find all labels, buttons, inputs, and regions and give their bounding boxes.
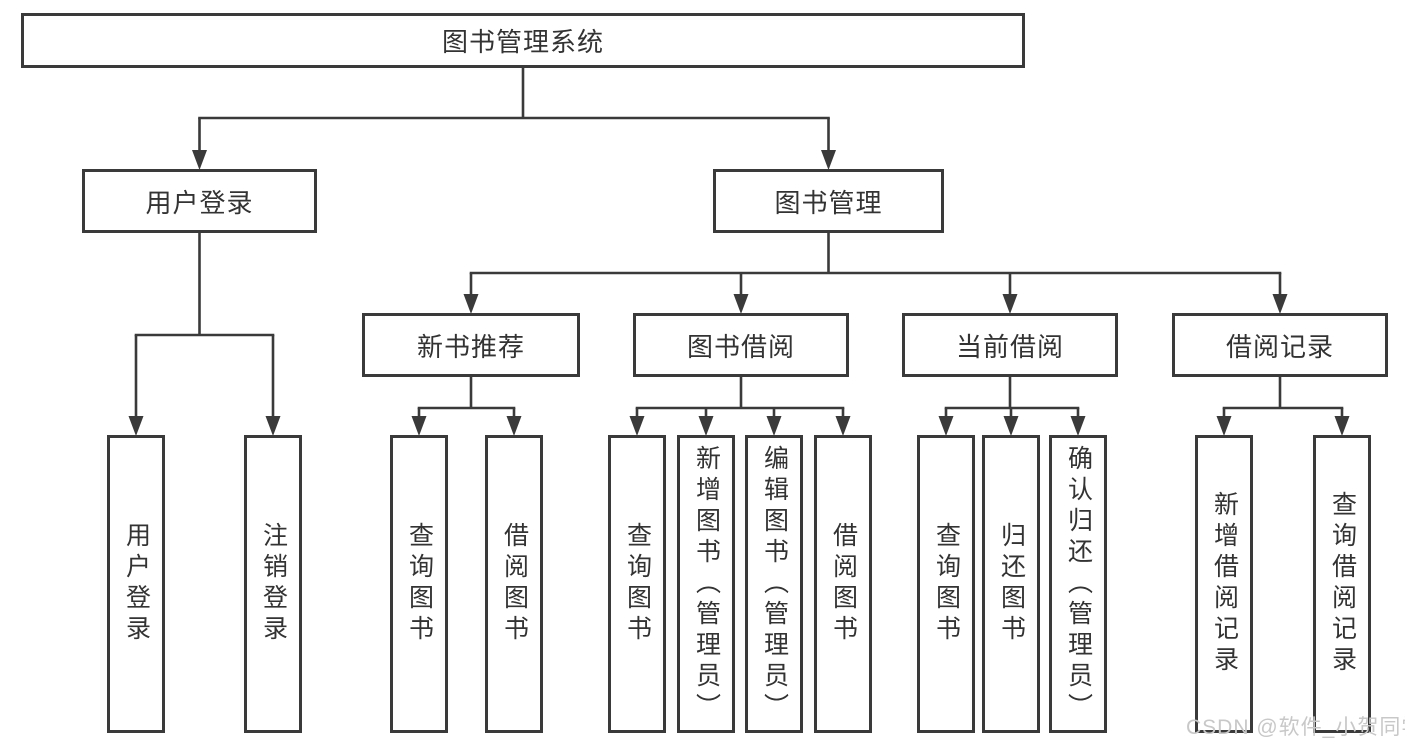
node-label-leaf-confirm-return-admin: 确认归还（管理员） (1064, 444, 1093, 724)
node-label-leaf-borrow-books-a: 借阅图书 (500, 522, 529, 646)
node-leaf-query-borrow-record: 查询借阅记录 (1313, 435, 1371, 733)
node-leaf-confirm-return-admin: 确认归还（管理员） (1049, 435, 1107, 733)
watermark-text: CSDN @软件_小贺同学 (1186, 716, 1405, 739)
node-label-borrowing-records: 借阅记录 (1225, 331, 1334, 362)
node-book-borrowing: 图书借阅 (633, 313, 849, 377)
node-label-leaf-add-books-admin: 新增图书（管理员） (692, 444, 721, 724)
node-leaf-edit-books-admin: 编辑图书（管理员） (745, 435, 803, 733)
node-label-root: 图书管理系统 (441, 27, 604, 57)
node-root: 图书管理系统 (21, 13, 1025, 68)
node-label-new-book-recommend: 新书推荐 (416, 331, 525, 362)
node-book-management: 图书管理 (713, 169, 944, 233)
node-label-leaf-user-login: 用户登录 (122, 522, 151, 646)
node-current-borrowing: 当前借阅 (902, 313, 1118, 377)
node-leaf-query-books-b: 查询图书 (608, 435, 666, 733)
node-leaf-borrow-books-b: 借阅图书 (814, 435, 872, 733)
node-leaf-add-borrow-record: 新增借阅记录 (1195, 435, 1253, 733)
node-new-book-recommend: 新书推荐 (362, 313, 580, 377)
node-label-current-borrowing: 当前借阅 (955, 331, 1064, 362)
node-label-leaf-borrow-books-b: 借阅图书 (829, 522, 858, 646)
node-label-leaf-edit-books-admin: 编辑图书（管理员） (760, 444, 789, 724)
node-label-book-borrowing: 图书借阅 (686, 331, 795, 362)
node-leaf-add-books-admin: 新增图书（管理员） (677, 435, 735, 733)
node-label-leaf-query-borrow-record: 查询借阅记录 (1328, 491, 1357, 677)
node-borrowing-records: 借阅记录 (1172, 313, 1388, 377)
node-leaf-borrow-books-a: 借阅图书 (485, 435, 543, 733)
node-label-leaf-return-books: 归还图书 (997, 522, 1026, 646)
node-label-user-login: 用户登录 (145, 187, 254, 218)
node-leaf-user-login: 用户登录 (107, 435, 165, 733)
node-label-book-management: 图书管理 (774, 187, 883, 218)
node-label-leaf-add-borrow-record: 新增借阅记录 (1210, 491, 1239, 677)
node-leaf-return-books: 归还图书 (982, 435, 1040, 733)
node-leaf-query-books-c: 查询图书 (917, 435, 975, 733)
node-label-leaf-query-books-a: 查询图书 (405, 522, 434, 646)
node-leaf-query-books-a: 查询图书 (390, 435, 448, 733)
node-label-leaf-logout: 注销登录 (259, 522, 288, 646)
node-user-login: 用户登录 (82, 169, 317, 233)
node-label-leaf-query-books-b: 查询图书 (623, 522, 652, 646)
node-label-leaf-query-books-c: 查询图书 (932, 522, 961, 646)
node-leaf-logout: 注销登录 (244, 435, 302, 733)
